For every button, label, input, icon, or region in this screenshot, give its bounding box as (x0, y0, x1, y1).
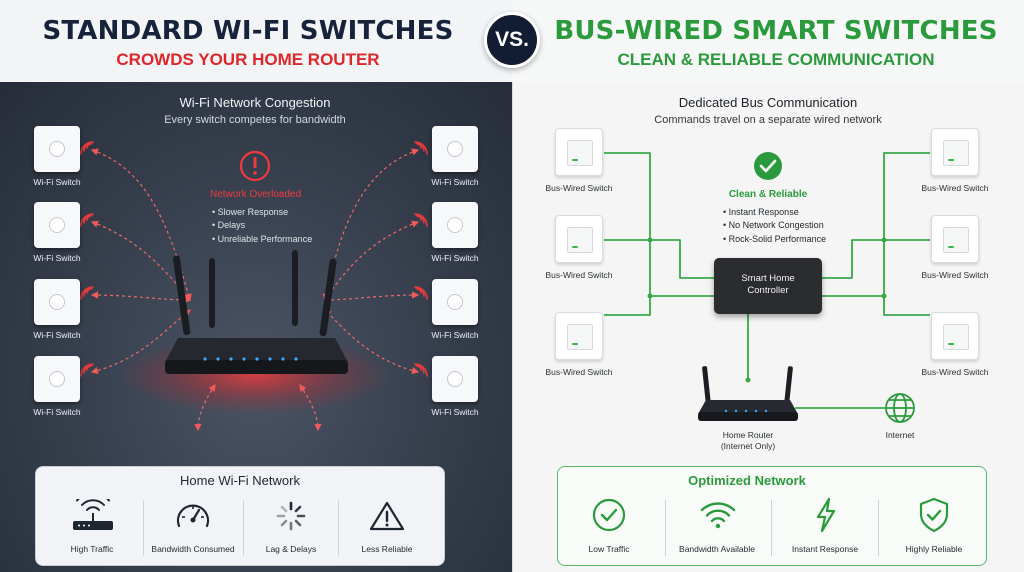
divider (665, 500, 666, 556)
bus-wired-switch (931, 215, 979, 263)
divider (243, 500, 244, 556)
wifi-icon (700, 502, 736, 529)
switch-label: Wi-Fi Switch (431, 253, 479, 263)
header-right: Bus-Wired Smart Switches Clean & Reliabl… (512, 0, 1024, 82)
router-label-note: (Internet Only) (720, 441, 776, 451)
right-diagram-subtitle: Commands travel on a separate wired netw… (654, 114, 882, 126)
switch-label: Bus-Wired Switch (921, 367, 989, 377)
divider (143, 500, 144, 556)
summary-title: Home Wi-Fi Network (180, 473, 300, 488)
divider (338, 500, 339, 556)
switch-label: Bus-Wired Switch (921, 183, 989, 193)
switch-label: Wi-Fi Switch (33, 253, 81, 263)
ok-title: Clean & Reliable (728, 189, 808, 200)
smart-home-controller: Smart Home Controller (714, 258, 822, 314)
warning-icon (369, 501, 405, 531)
summary-item-label: Highly Reliable (905, 544, 963, 554)
shield-check-icon (919, 497, 949, 533)
summary-item-label: Bandwidth Available (679, 544, 755, 554)
switch-label: Wi-Fi Switch (431, 177, 479, 187)
ok-item: • Instant Response (723, 207, 799, 217)
wifi-switch (432, 279, 478, 325)
alert-item: • Slower Response (212, 207, 289, 217)
check-circle-icon (592, 498, 626, 532)
left-subheading: Crowds Your Home Router (116, 50, 380, 69)
right-subheading: Clean & Reliable Communication (617, 50, 935, 69)
ok-item: • No Network Congestion (723, 220, 824, 230)
vs-badge: VS. (484, 12, 540, 68)
router-icon (73, 499, 113, 530)
loading-icon (276, 501, 306, 531)
wifi-switch (432, 356, 478, 402)
wifi-switch (34, 279, 80, 325)
summary-item-label: Bandwidth Consumed (151, 544, 235, 554)
controller-label-line: Smart Home (741, 273, 795, 284)
left-diagram-subtitle: Every switch competes for bandwidth (164, 114, 346, 126)
alert-title: Network Overloaded (210, 189, 302, 200)
gauge-icon (176, 504, 210, 528)
switch-label: Wi-Fi Switch (431, 330, 479, 340)
internet-label: Internet (885, 430, 915, 440)
bus-wired-switch (555, 312, 603, 360)
controller-label-line: Controller (747, 285, 789, 296)
alert-item: • Unreliable Performance (212, 234, 313, 244)
optimized-network-summary (557, 466, 987, 566)
switch-label: Wi-Fi Switch (33, 407, 81, 417)
left-diagram-title: Wi-Fi Network Congestion (179, 95, 331, 110)
switch-label: Bus-Wired Switch (545, 367, 613, 377)
summary-title: Optimized Network (688, 473, 806, 488)
right-heading: Bus-Wired Smart Switches (554, 16, 998, 46)
router-label: Home Router (722, 430, 774, 440)
summary-item-label: High Traffic (70, 544, 114, 554)
bus-wired-switch (931, 312, 979, 360)
header-left: Standard Wi-Fi Switches Crowds Your Home… (0, 0, 512, 82)
switch-label: Bus-Wired Switch (921, 270, 989, 280)
bus-wired-switch (555, 215, 603, 263)
alert-item: • Delays (212, 220, 246, 230)
summary-item-label: Less Reliable (361, 544, 413, 554)
bus-wired-switch (555, 128, 603, 176)
summary-item-label: Low Traffic (588, 544, 630, 554)
switch-label: Bus-Wired Switch (545, 183, 613, 193)
switch-label: Wi-Fi Switch (33, 177, 81, 187)
wifi-switch (34, 202, 80, 248)
summary-item-label: Lag & Delays (265, 544, 317, 554)
lightning-icon (816, 497, 836, 533)
wifi-switch (432, 126, 478, 172)
left-heading: Standard Wi-Fi Switches (42, 16, 454, 46)
wifi-switch (432, 202, 478, 248)
switch-label: Wi-Fi Switch (33, 330, 81, 340)
right-diagram-title: Dedicated Bus Communication (678, 95, 858, 110)
home-wifi-summary (35, 466, 445, 566)
divider (771, 500, 772, 556)
switch-label: Wi-Fi Switch (431, 407, 479, 417)
switch-label: Bus-Wired Switch (545, 270, 613, 280)
wifi-switch (34, 126, 80, 172)
ok-item: • Rock-Solid Performance (723, 234, 827, 244)
summary-item-label: Instant Response (791, 544, 859, 554)
divider (878, 500, 879, 556)
bus-wired-switch (931, 128, 979, 176)
wifi-switch (34, 356, 80, 402)
